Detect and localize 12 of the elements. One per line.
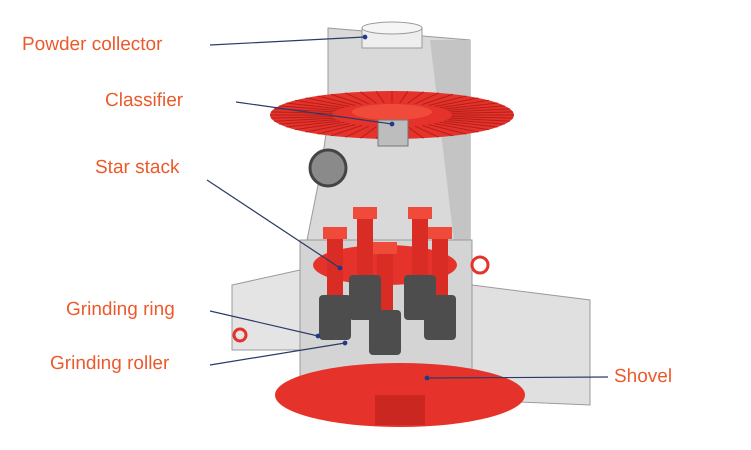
leader-line xyxy=(206,180,342,270)
part-label: Classifier xyxy=(105,90,184,112)
leader-line xyxy=(210,34,368,46)
part-label: Grinding ring xyxy=(66,299,175,321)
leader-line xyxy=(210,310,320,338)
part-label: Shovel xyxy=(614,366,672,388)
part-label: Powder collector xyxy=(22,34,162,56)
part-label: Grinding roller xyxy=(50,353,170,375)
leader-line xyxy=(236,101,394,126)
leader-line xyxy=(210,340,348,366)
part-label: Star stack xyxy=(95,157,180,179)
leader-line xyxy=(424,376,608,380)
